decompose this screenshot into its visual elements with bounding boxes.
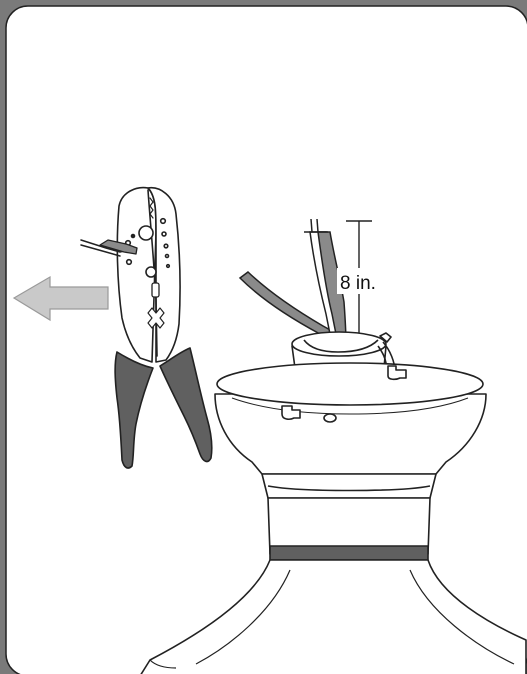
- fan-canopy: [215, 363, 486, 474]
- measurement-label: 8 in.: [340, 273, 376, 294]
